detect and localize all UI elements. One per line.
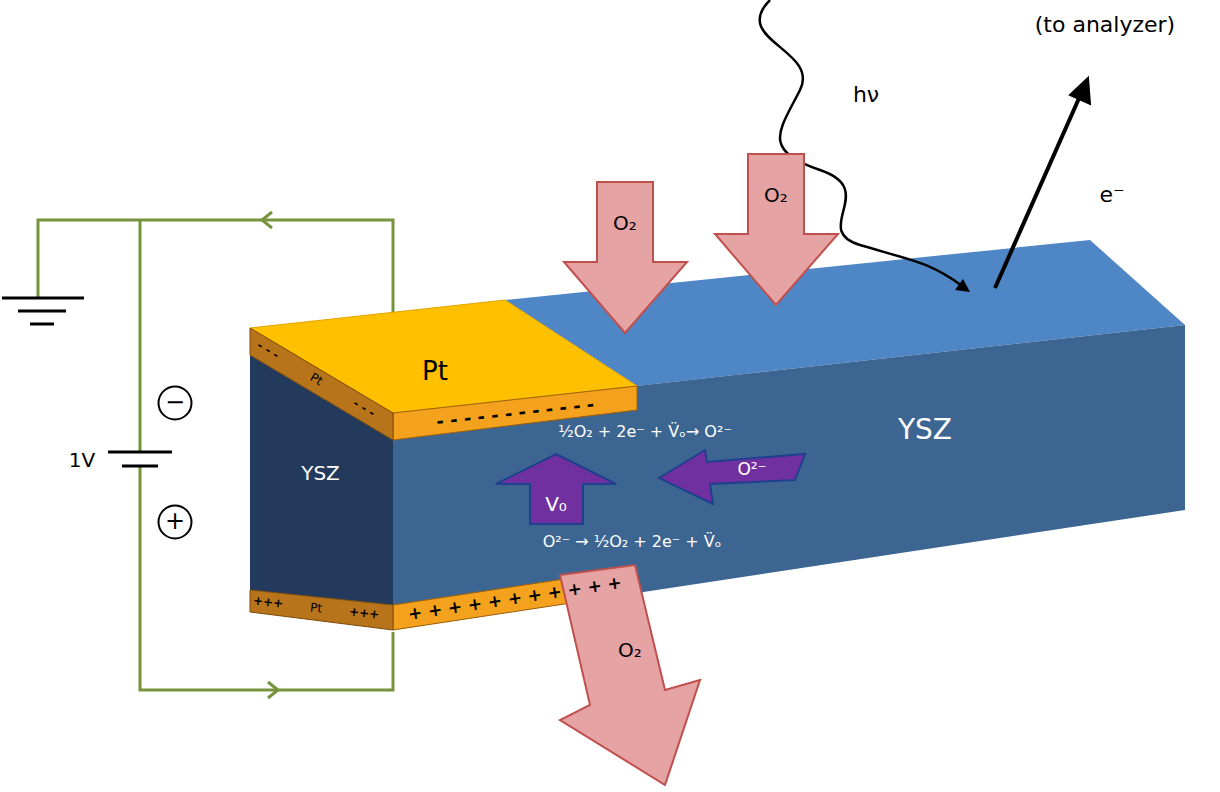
reduction-reaction: ½O₂ + 2e⁻ + V̈ₒ→ O²⁻ [558,423,732,441]
pt-strip-label: Pt [309,601,322,616]
electron-arrow [995,96,1080,288]
electron-label: e⁻ [1099,182,1124,207]
node-text: YSZ [856,414,994,446]
ground-symbol [2,298,84,324]
node-text: + [157,508,193,536]
oxygen-in-arrow: O₂ [711,150,841,308]
oxygen-in-arrow: O₂ [560,178,690,336]
pt-left-strip-bottom [250,590,393,630]
node-text: O₂ [550,639,710,662]
circuit-wires [38,212,393,698]
node-text: − [157,389,193,417]
analyzer-note: (to analyzer) [1035,12,1175,37]
vacancy-arrow: V₀ [494,452,618,526]
battery-symbol [108,452,172,466]
pt-left-strip-top [250,328,393,440]
oxide-ion-arrow: O²⁻ [655,446,807,506]
ysz-side-face: YSZ [254,455,387,491]
oxidation-reaction: O²⁻ → ½O₂ + 2e⁻ + V̈ₒ [543,533,722,551]
node-outline [655,446,807,506]
ysz-bar-face: YSZ [856,410,994,450]
node-text: V₀ [494,493,618,516]
node-outline [711,150,841,308]
node-text: Pt [391,357,479,387]
node-text: O²⁻ [737,460,766,480]
photon-arrowhead [955,279,970,292]
polarity-circle: − [157,385,193,421]
polarity-circle: + [157,504,193,540]
node-text: YSZ [254,462,387,485]
voltage-label: 1V [69,449,95,472]
pt-electrode-label: Pt [391,352,479,392]
electron-arrowhead [1070,78,1090,104]
node-text: O₂ [560,212,690,235]
photon-label: hν [853,82,879,107]
node-outline [560,178,690,336]
node-text: O₂ [711,184,841,207]
